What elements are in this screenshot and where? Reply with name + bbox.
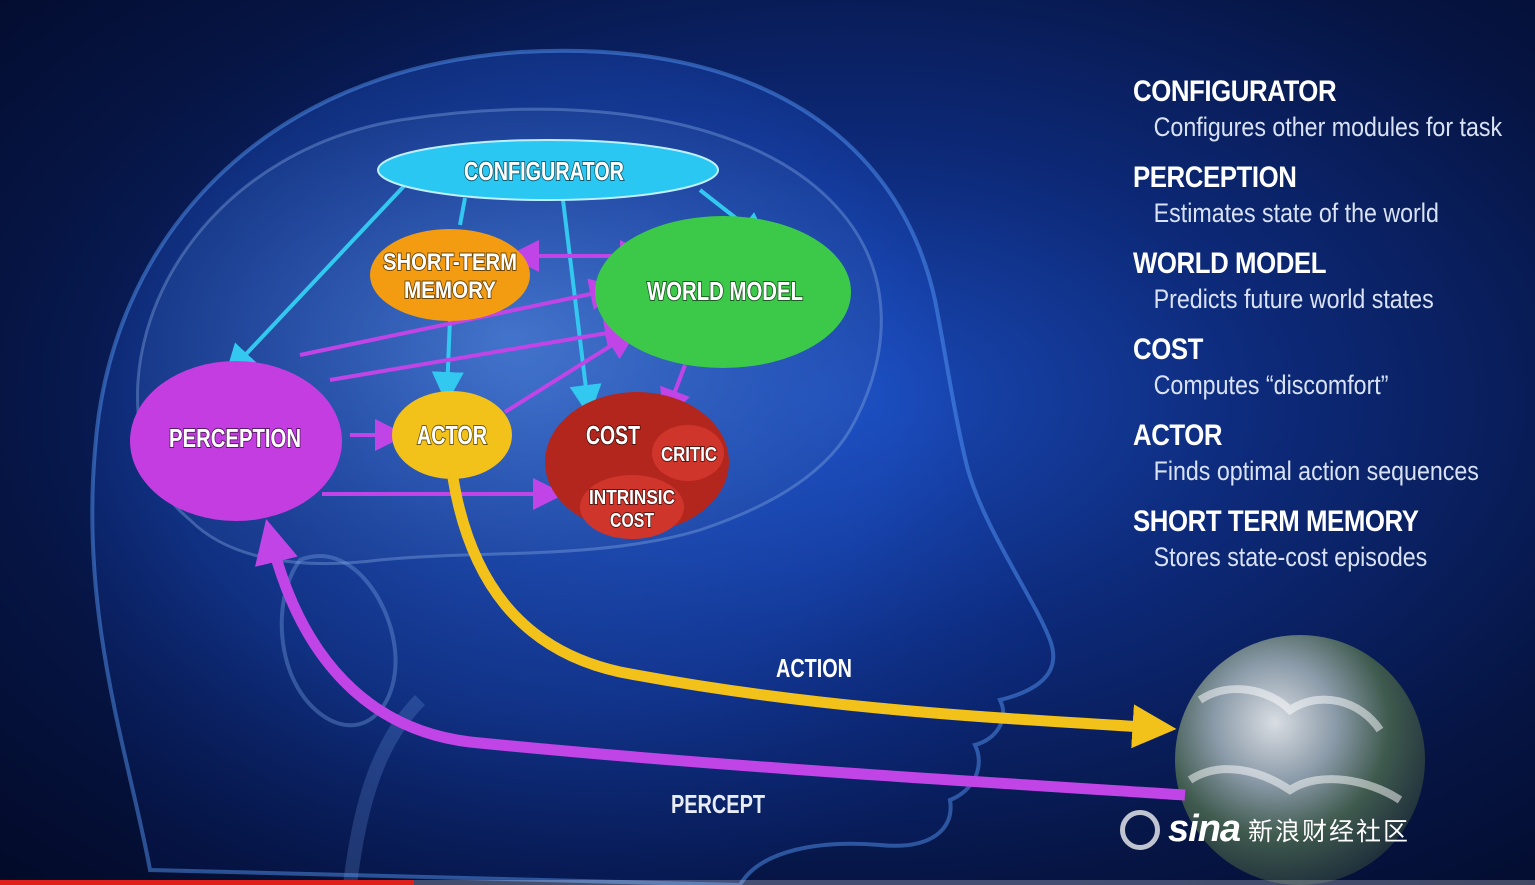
legend-item-world-model: WORLD MODEL Predicts future world states [1133,246,1528,316]
percept-arrow [255,518,1186,801]
sina-watermark: sina 新浪财经社区 [1120,808,1410,851]
arrow-perception-to-world-model [329,317,637,382]
node-world-model: WORLD MODEL [595,216,851,368]
earth-globe [1175,635,1425,885]
node-short-term-memory: SHORT-TERM MEMORY [370,229,530,321]
legend-item-perception: PERCEPTION Estimates state of the world [1133,160,1528,230]
intrinsic-cost-label-line1: INTRINSIC [589,487,675,509]
neck-shape [343,695,425,885]
legend-description: Finds optimal action sequences [1153,456,1479,486]
legend-item-short-term-memory: SHORT TERM MEMORY Stores state-cost epis… [1133,504,1528,574]
legend-title: PERCEPTION [1133,161,1297,194]
legend-title: ACTOR [1133,419,1223,452]
arrow-configurator-to-memory [458,197,467,226]
action-arrow [447,477,1177,749]
world-model-label: WORLD MODEL [647,276,803,306]
short-term-memory-label-line1: SHORT-TERM [383,249,517,276]
video-progress-fill [0,880,415,885]
earth-clouds [1187,685,1403,804]
critic-label: CRITIC [661,444,717,466]
legend-description: Predicts future world states [1153,284,1434,314]
node-cost: COST CRITIC INTRINSIC COST [545,392,729,539]
arrow-configurator-to-cost [561,199,602,417]
cost-label: COST [586,420,640,450]
arrow-actor-to-world-model [503,328,639,414]
legend-item-cost: COST Computes “discomfort” [1133,332,1528,402]
legend-description: Configures other modules for task [1153,112,1503,142]
arrow-memory-to-actor [431,317,464,404]
legend-item-actor: ACTOR Finds optimal action sequences [1133,418,1528,488]
legend-title: CONFIGURATOR [1133,75,1337,108]
action-label: ACTION [776,653,852,683]
short-term-memory-label-line2: MEMORY [404,277,496,304]
module-legend: CONFIGURATOR Configures other modules fo… [1133,74,1528,590]
node-intrinsic-cost: INTRINSIC COST [580,475,684,539]
actor-label: ACTOR [417,420,487,450]
video-progress-bar[interactable] [0,880,1535,885]
node-critic: CRITIC [652,425,724,481]
watermark-ring-icon [1120,809,1160,850]
legend-title: WORLD MODEL [1133,247,1327,280]
legend-item-configurator: CONFIGURATOR Configures other modules fo… [1133,74,1528,144]
intrinsic-cost-label-line2: COST [610,510,654,532]
node-actor: ACTOR [392,391,512,479]
legend-title: COST [1133,333,1203,366]
legend-description: Stores state-cost episodes [1153,542,1428,572]
arrow-perception-to-memory [299,278,622,357]
configurator-label: CONFIGURATOR [464,156,624,186]
legend-description: Computes “discomfort” [1153,370,1389,400]
percept-label: PERCEPT [671,789,765,819]
watermark-text: 新浪财经社区 [1248,816,1411,846]
node-configurator: CONFIGURATOR [377,139,719,201]
legend-title: SHORT TERM MEMORY [1133,505,1419,538]
perception-label: PERCEPTION [169,423,301,453]
watermark-logo: sina [1168,808,1241,850]
arrow-configurator-to-perception [224,183,407,377]
legend-description: Estimates state of the world [1153,198,1439,228]
node-perception: PERCEPTION [130,361,342,521]
